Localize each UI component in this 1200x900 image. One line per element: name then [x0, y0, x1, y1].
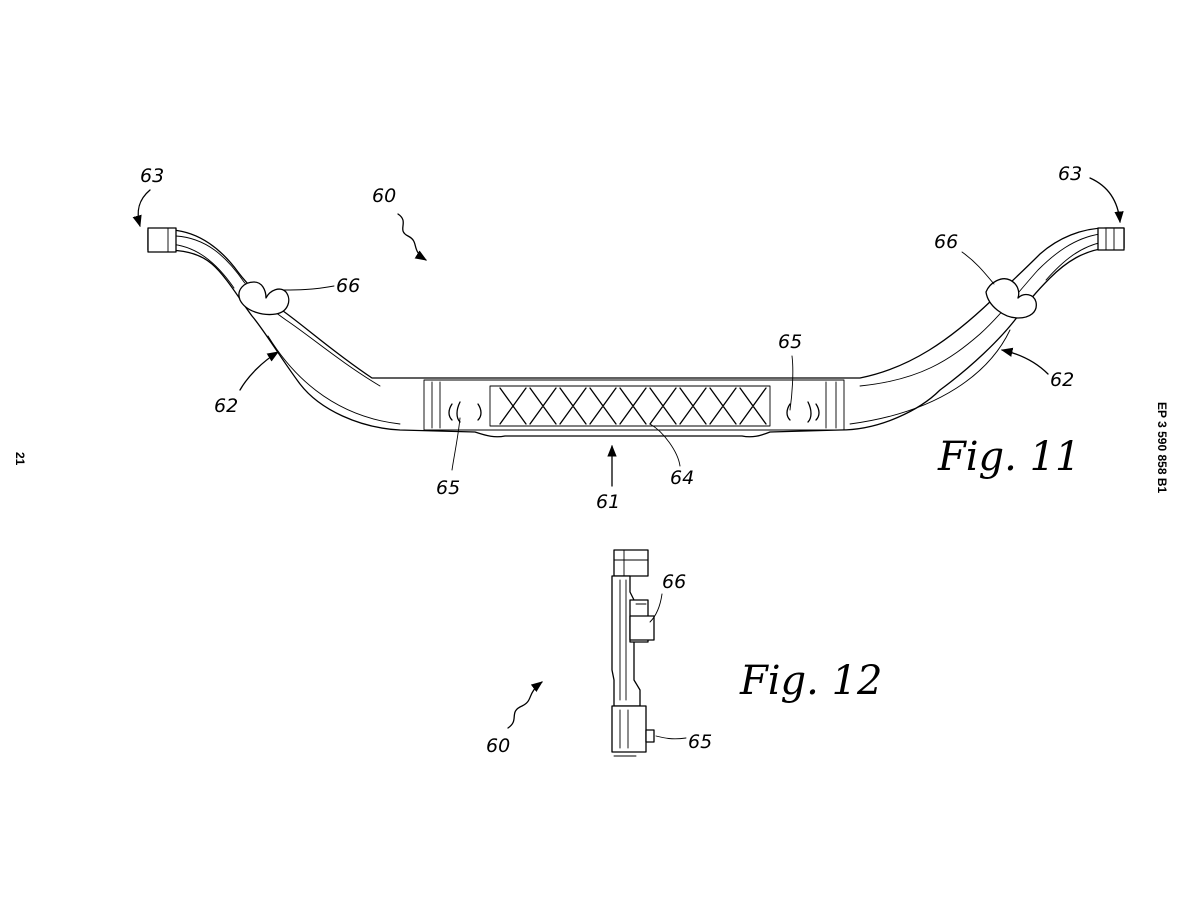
label-66-fig12: 66 [662, 571, 686, 593]
label-65-fig12: 65 [688, 731, 712, 753]
clip-left [448, 401, 482, 423]
publication-number: EP 3 590 858 B1 [1155, 402, 1169, 494]
page-number: 21 [13, 452, 27, 466]
figure-12-caption: Fig. 12 [739, 658, 882, 704]
label-66-right: 66 [934, 231, 958, 253]
label-65-left: 65 [436, 477, 460, 499]
label-63-right: 63 [1058, 163, 1082, 185]
end-tab-left [147, 227, 177, 253]
fig11-leaders [132, 177, 1124, 487]
label-61: 61 [596, 491, 620, 513]
label-60: 60 [372, 185, 396, 207]
side-view-body [611, 549, 655, 757]
boss-right [985, 278, 1037, 319]
clip-right [786, 401, 820, 423]
boss-left [238, 281, 290, 316]
figure-11-caption: Fig. 11 [937, 434, 1080, 480]
grip-frame [423, 379, 845, 431]
label-66-left: 66 [336, 275, 360, 297]
end-tab-right [1097, 227, 1125, 251]
fig12-leaders [507, 593, 687, 740]
label-63-left: 63 [140, 165, 164, 187]
handle-body [147, 227, 1125, 438]
label-62-left: 62 [214, 395, 238, 417]
figure-12: 66 65 60 Fig. 12 [486, 549, 882, 757]
label-62-right: 62 [1050, 369, 1074, 391]
label-64: 64 [670, 467, 694, 489]
figure-11: 63 63 60 66 66 62 62 65 65 64 61 Fig. 11 [132, 163, 1125, 513]
lattice [489, 385, 771, 427]
label-60-fig12: 60 [486, 735, 510, 757]
label-65-right: 65 [778, 331, 802, 353]
